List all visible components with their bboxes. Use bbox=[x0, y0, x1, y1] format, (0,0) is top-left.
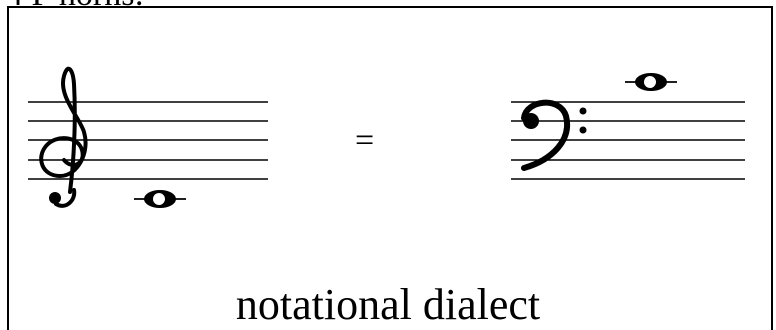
bass-whole-note bbox=[625, 73, 677, 91]
caption: notational dialect bbox=[235, 280, 541, 329]
bass-clef-icon bbox=[521, 99, 587, 171]
notation-frame bbox=[7, 6, 773, 330]
bass-staff bbox=[511, 73, 745, 180]
treble-whole-note bbox=[134, 190, 186, 208]
header-text: 4 F horns: bbox=[6, 0, 144, 12]
bass-staff-lines bbox=[511, 101, 745, 180]
treble-staff-lines bbox=[28, 101, 268, 180]
equals-sign: = bbox=[355, 122, 375, 159]
treble-staff bbox=[28, 66, 268, 208]
treble-clef-icon bbox=[39, 66, 88, 208]
